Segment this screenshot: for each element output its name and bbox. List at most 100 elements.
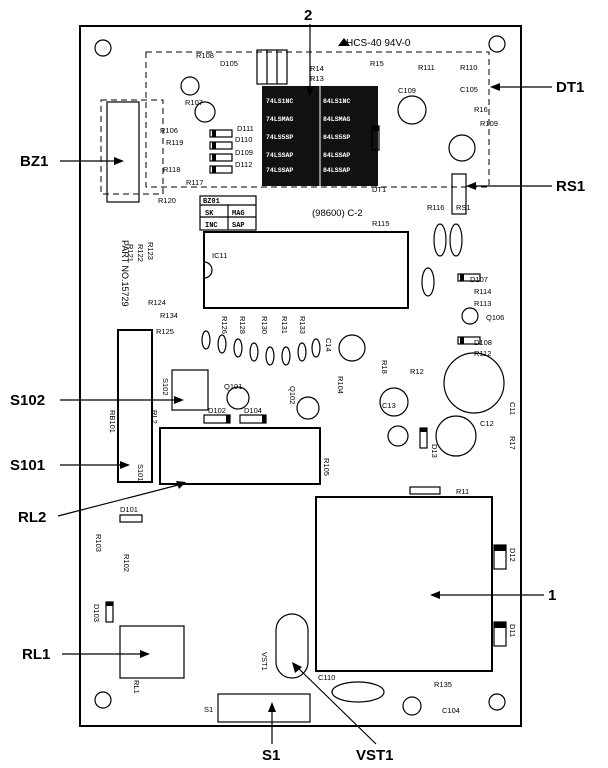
ref-label: RS1 [456, 203, 471, 212]
callout-1: 1 [548, 587, 556, 604]
chip-label: 84LS5SP [323, 134, 350, 141]
table-cell: MAG [232, 210, 245, 218]
ref-label: R126 [220, 316, 229, 334]
capacitor [421, 267, 435, 297]
capacitor-c14 [338, 334, 366, 362]
ref-label: D109 [235, 148, 253, 157]
bz1-body [106, 101, 140, 203]
callout-vst1: VST1 [356, 747, 394, 764]
ic11-chip [203, 231, 409, 309]
mount-hole [488, 35, 506, 53]
diode-row [209, 129, 233, 174]
ref-label: D104 [244, 406, 262, 415]
ref-label: Q106 [486, 313, 504, 322]
ref-label: R118 [163, 165, 180, 174]
ref-label: C105 [460, 85, 478, 94]
callout-rl1: RL1 [22, 646, 50, 663]
ref-label: S101 [136, 464, 145, 482]
ref-label: R135 [434, 680, 452, 689]
ref-label: C109 [398, 86, 416, 95]
capacitor-c11 [443, 352, 505, 414]
ref-label: Q101 [224, 382, 242, 391]
rl1-relay [119, 625, 185, 679]
ref-label: D12 [508, 548, 517, 562]
ref-label: IC11 [212, 251, 227, 260]
ref-label: RL1 [132, 680, 141, 694]
table-cell: INC [205, 222, 218, 230]
ref-label: R125 [156, 327, 174, 336]
ref-label: R11 [456, 487, 469, 496]
ref-label: R113 [474, 299, 491, 308]
ref-label: R105 [322, 458, 331, 476]
callout-bz1: BZ1 [20, 153, 48, 170]
ref-label: R119 [166, 138, 183, 147]
capacitor-c12 [435, 415, 477, 457]
ref-label: R114 [474, 287, 491, 296]
ref-label: R133 [298, 316, 307, 334]
ref-label: C13 [382, 401, 396, 410]
mount-hole [488, 693, 506, 711]
s101-switch [117, 329, 153, 483]
ref-label: R13 [310, 74, 324, 83]
ref-label: R123 [146, 242, 155, 260]
mount-hole [94, 39, 112, 57]
ref-label: R16 [474, 105, 488, 114]
callout-s102: S102 [10, 392, 45, 409]
chip-label: 74LSMAG [266, 116, 293, 123]
dt1-dashed-region [145, 51, 490, 188]
chip-labels: 74LS1NC 84LS1NC 74LSMAG 84LSMAG 74LS5SP … [266, 98, 350, 174]
component-circle [194, 101, 216, 123]
ref-label: R112 [474, 349, 491, 358]
callout-s101: S101 [10, 457, 45, 474]
bz1-dashed-region [100, 99, 164, 195]
capacitor [433, 223, 447, 257]
callout-s1: S1 [262, 747, 280, 764]
ref-label: RB101 [108, 410, 117, 433]
ref-label: D101 [120, 505, 138, 514]
ref-label: D107 [470, 275, 488, 284]
header-triangle-icon [338, 38, 350, 46]
ref-label: D111 [237, 124, 254, 133]
chip-label: 84LSSAP [323, 167, 350, 174]
ref-label: C104 [442, 706, 460, 715]
ref-label: D13 [430, 444, 439, 458]
ref-label: D103 [92, 604, 101, 622]
table-cell: SK [205, 210, 214, 218]
capacitor [449, 223, 463, 257]
ref-label: R103 [94, 534, 103, 552]
chip-label: 84LSMAG [323, 116, 350, 123]
ref-label: R134 [160, 311, 178, 320]
ref-label: D102 [208, 406, 226, 415]
ref-label: C14 [324, 338, 333, 352]
transistor-q102 [296, 396, 320, 420]
board-code: (98600) C-2 [312, 208, 363, 219]
transistor-q101 [226, 386, 250, 410]
ref-label: R121 [126, 244, 135, 262]
ref-label: R102 [122, 554, 131, 572]
ref-label: S1 [204, 705, 213, 714]
ref-label: R122 [136, 244, 145, 262]
top-connector [256, 49, 288, 85]
capacitor-c13 [379, 387, 409, 417]
callout-2: 2 [304, 7, 312, 24]
ref-label: R12 [410, 367, 424, 376]
ref-label: R115 [372, 219, 389, 228]
callouts: 2 DT1 BZ1 RS1 S102 S101 RL2 1 RL1 S1 VST… [10, 7, 585, 764]
ref-label: R107 [185, 98, 203, 107]
capacitor-c109 [397, 95, 427, 125]
table-cell: SAP [232, 222, 245, 230]
ref-label: D110 [235, 135, 252, 144]
ref-label: R116 [427, 203, 444, 212]
ref-label: R124 [148, 298, 166, 307]
chip-label: 74LS1NC [266, 98, 293, 105]
mount-hole [402, 696, 422, 716]
ref-label: R128 [238, 316, 247, 334]
chip-label: 74LSSAP [266, 152, 293, 159]
mount-hole [94, 691, 112, 709]
ref-label: S102 [161, 378, 170, 396]
resistor-row [201, 330, 321, 366]
board-outline [79, 25, 522, 727]
ref-label: R110 [460, 63, 477, 72]
rl2-relay [159, 427, 321, 485]
